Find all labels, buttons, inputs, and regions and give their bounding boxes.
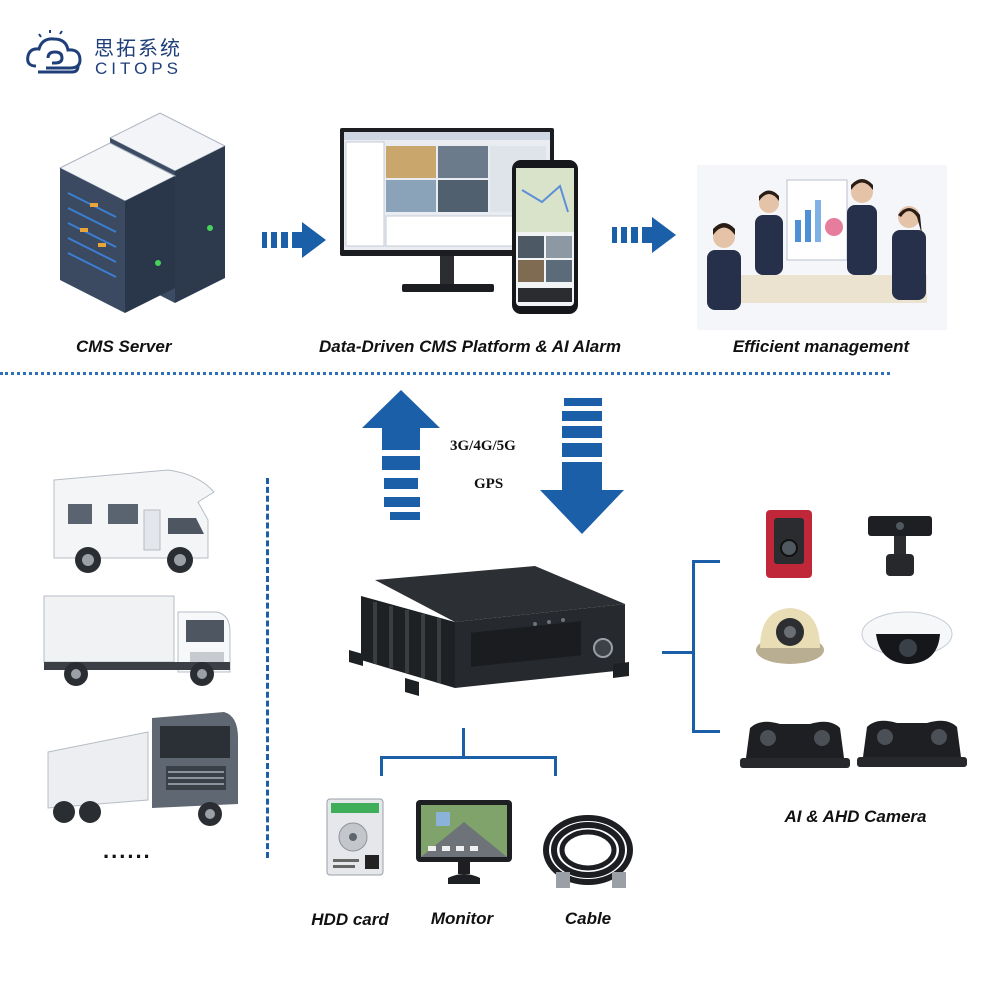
accessory-connector-right <box>554 756 557 776</box>
cable-label: Cable <box>564 909 612 928</box>
more-vehicles-label: ...... <box>103 838 152 863</box>
network-type-label: 3G/4G/5G <box>450 438 516 454</box>
dashcam-icon <box>766 510 812 578</box>
camera-connector-top <box>692 560 720 563</box>
camera-connector-bar <box>692 560 695 732</box>
mobile-dvr-icon <box>349 566 629 696</box>
monitor-label: Monitor <box>430 909 494 928</box>
business-meeting-icon <box>697 165 947 330</box>
dome-camera-white-icon <box>861 611 953 664</box>
semi-truck-icon <box>47 712 238 826</box>
cms-platform-label: Data-Driven CMS Platform & AI Alarm <box>319 337 621 356</box>
camera-label: AI & AHD Camera <box>784 807 927 826</box>
vehicle-divider <box>266 478 269 858</box>
brand-logo: 思拓系统 CITOPS <box>24 28 204 84</box>
accessory-connector-bar <box>380 756 557 759</box>
cms-platform-screens <box>340 128 600 318</box>
cms-server-label: CMS Server <box>76 337 172 356</box>
car-monitor-icon <box>416 800 512 884</box>
flow-arrow-right-icon <box>612 217 676 253</box>
brand-name-en: CITOPS <box>95 59 182 78</box>
download-arrow-icon <box>540 398 624 534</box>
ai-camera-left-icon <box>740 721 850 768</box>
ai-camera-right-icon <box>857 720 967 767</box>
hdd-icon <box>326 798 384 876</box>
gps-label: GPS <box>474 476 504 492</box>
phone-app-icon <box>512 160 578 314</box>
motorhome-icon <box>53 469 215 573</box>
dsm-camera-icon <box>868 516 932 576</box>
section-divider <box>0 372 890 375</box>
cable-icon <box>543 815 633 888</box>
dome-camera-gold-icon <box>756 608 824 664</box>
server-icon <box>58 112 227 313</box>
management-label: Efficient management <box>732 337 910 356</box>
camera-connector-bottom <box>692 730 720 733</box>
box-truck-icon <box>43 595 231 686</box>
camera-connector <box>662 651 694 654</box>
brand-name-cn: 思拓系统 <box>94 36 182 60</box>
cloud-logo-icon <box>26 30 82 74</box>
accessory-connector <box>462 728 465 756</box>
flow-arrow-right-icon <box>262 222 326 258</box>
hdd-label: HDD card <box>311 910 389 929</box>
upload-arrow-icon <box>362 390 440 520</box>
accessory-connector-left <box>380 756 383 776</box>
